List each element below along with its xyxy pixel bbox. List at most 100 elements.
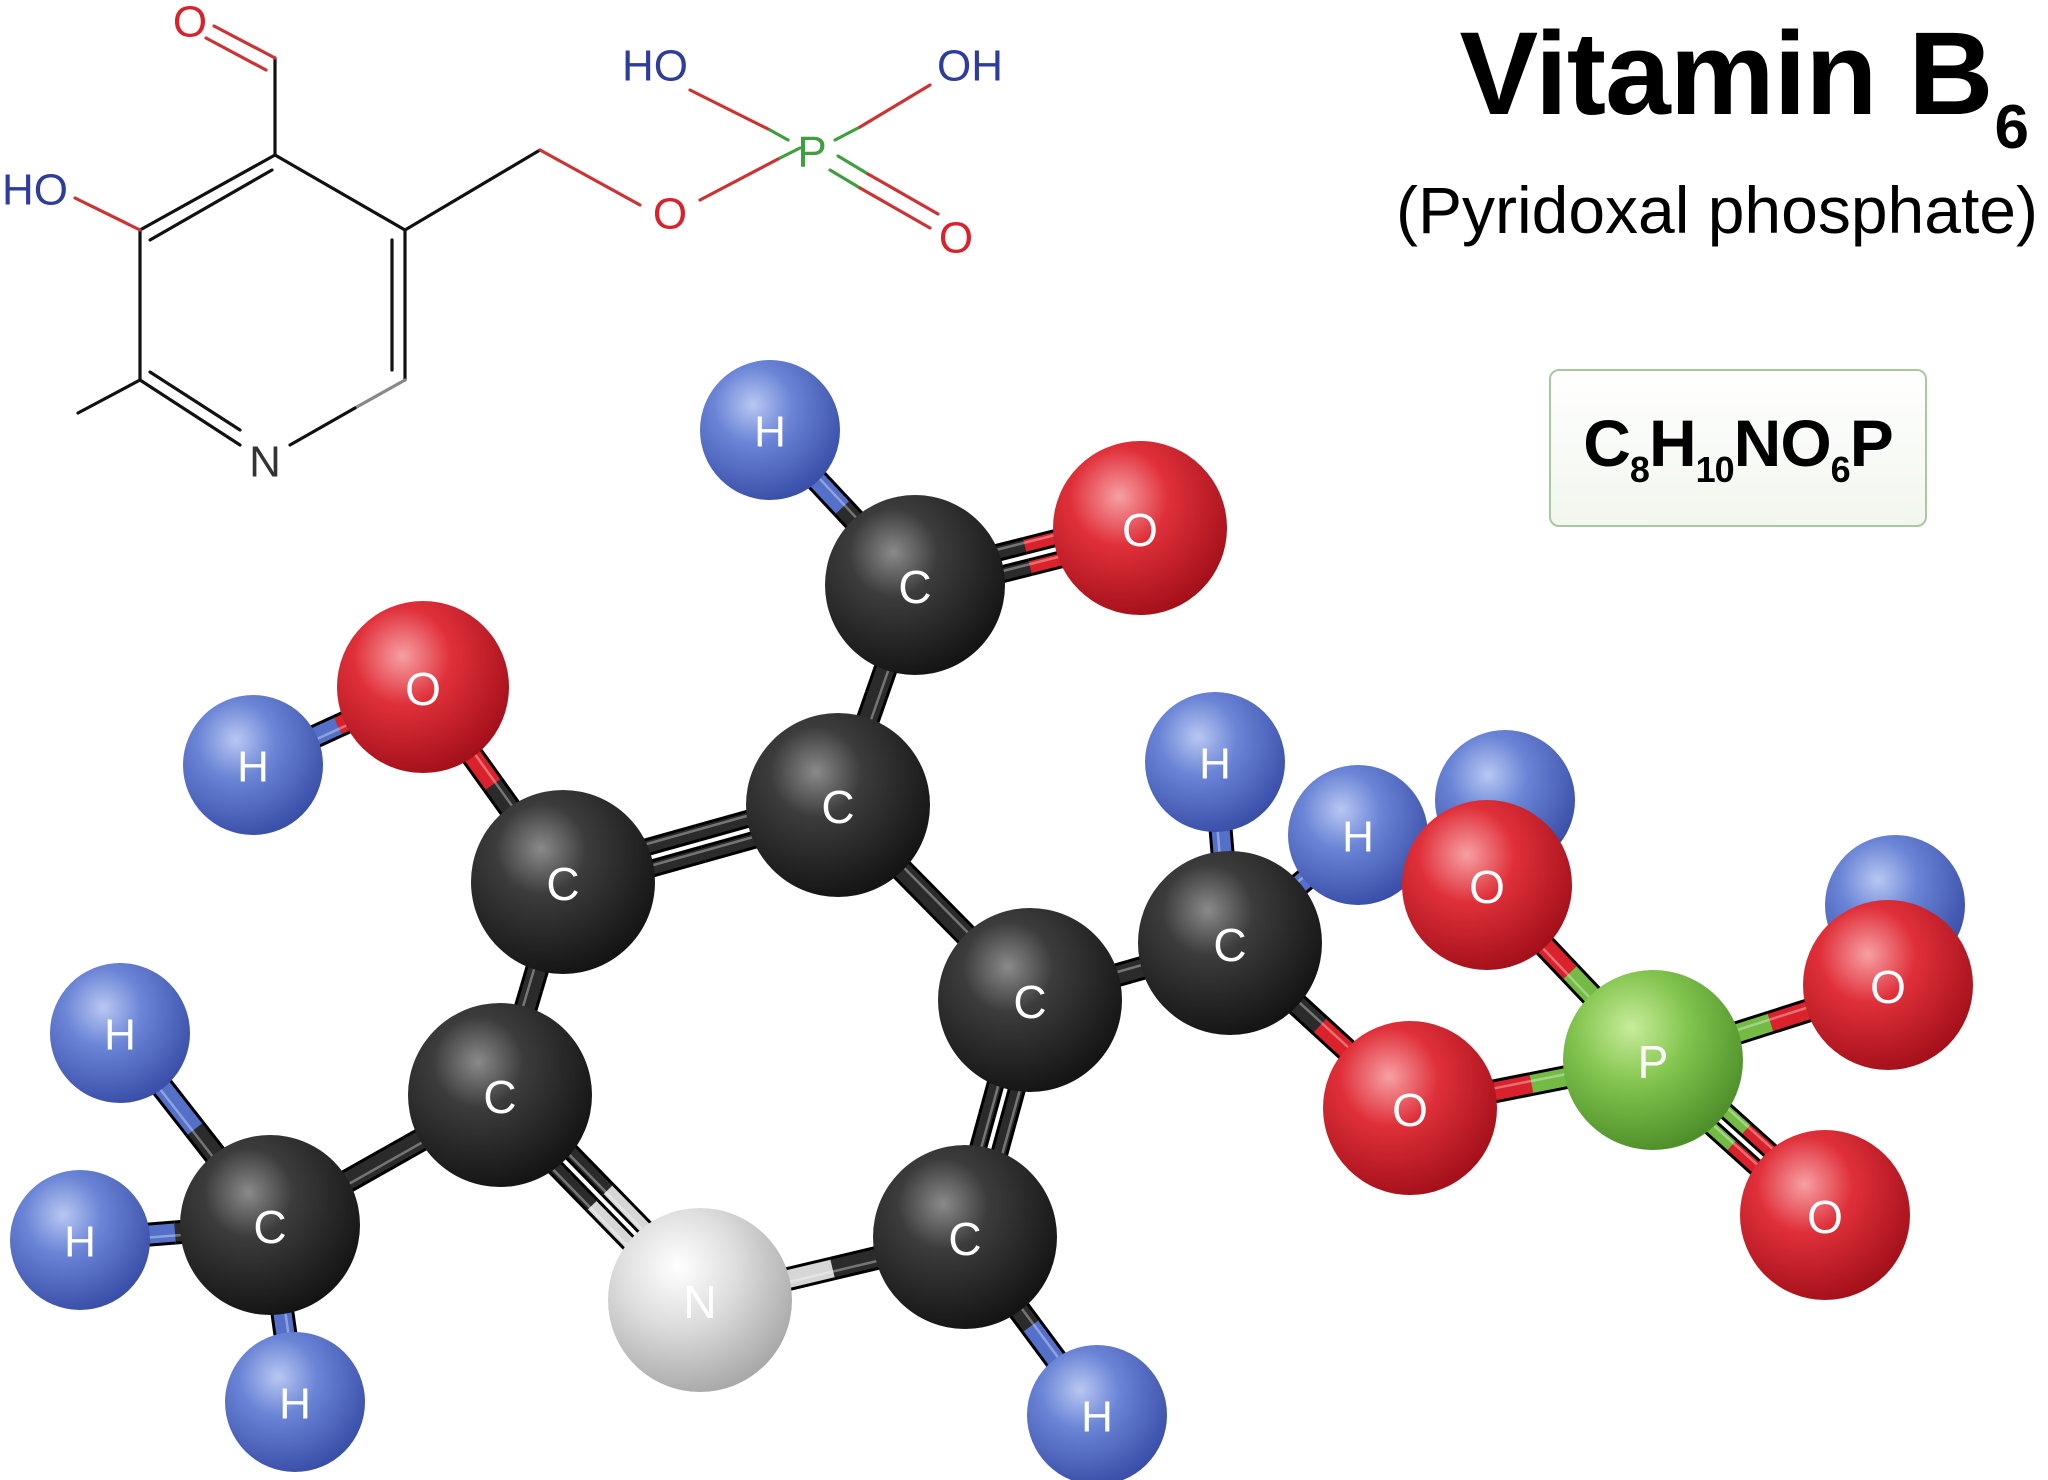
atom-sphere: [1740, 1130, 1910, 1300]
molecular-formula: C8H10NO6P: [1583, 405, 1893, 491]
atom-c: C: [1138, 851, 1322, 1035]
title-main: Vitamin B: [1459, 8, 1993, 140]
skeletal-bond: [204, 36, 268, 72]
atom-h: H: [50, 963, 190, 1103]
atom-label: C: [483, 1071, 516, 1123]
atom-c: C: [873, 1145, 1057, 1329]
atom-label: H: [1199, 740, 1231, 789]
atom-sphere: [337, 601, 509, 773]
skeletal-bond: [836, 154, 870, 176]
atom-o: O: [1053, 441, 1227, 615]
atom-c: C: [471, 790, 655, 974]
atom-sphere: [225, 1332, 365, 1472]
atom-label: H: [279, 1380, 311, 1429]
atom-label: P: [1638, 1036, 1669, 1088]
atom-sphere: [1288, 765, 1428, 905]
skeletal-hydroxyl-label: HO: [2, 166, 68, 215]
skeletal-bond: [288, 406, 357, 447]
atom-label: H: [754, 408, 786, 457]
atom-label: O: [405, 663, 441, 715]
atom-sphere: [746, 713, 930, 897]
atom-label: O: [1392, 1084, 1428, 1136]
atom-sphere: [50, 963, 190, 1103]
atom-sphere: [1323, 1021, 1497, 1195]
atom-sphere: [10, 1170, 150, 1310]
atom-h: H: [225, 1332, 365, 1472]
atom-sphere: [825, 495, 1005, 675]
atom-o: O: [337, 601, 509, 773]
atom-label: H: [64, 1218, 96, 1267]
atom-label: C: [253, 1201, 286, 1253]
formula-element: NO: [1733, 406, 1832, 480]
skeletal-bond: [538, 148, 642, 207]
skeletal-bond: [698, 156, 782, 202]
atom-sphere: [1402, 800, 1572, 970]
atom-sphere: [471, 790, 655, 974]
atom-p: P: [1563, 970, 1743, 1150]
page-title: Vitamin B6: [1459, 6, 2029, 163]
atom-n: N: [608, 1208, 792, 1392]
skeletal-bond: [212, 24, 277, 60]
atom-label: C: [1013, 976, 1046, 1028]
skeletal-bond: [688, 88, 772, 132]
molecular-formula-box: C8H10NO6P: [1549, 369, 1927, 527]
atom-h: H: [1288, 765, 1428, 905]
atom-c: C: [938, 908, 1122, 1092]
atom-sphere: [408, 1003, 592, 1187]
formula-count: 8: [1629, 449, 1650, 490]
atom-label: C: [821, 781, 854, 833]
atom-h: H: [10, 1170, 150, 1310]
skeletal-bond: [778, 146, 802, 160]
atom-c: C: [180, 1135, 360, 1315]
formula-element: C: [1583, 406, 1631, 480]
skeletal-bond: [73, 196, 142, 232]
atom-label: O: [1870, 961, 1906, 1013]
atom-sphere: [1803, 900, 1973, 1070]
skeletal-bond: [76, 378, 142, 415]
skeletal-ester-o: O: [653, 190, 687, 239]
skeletal-bond: [403, 148, 542, 232]
atom-label: H: [1342, 813, 1374, 862]
atom-h: H: [1145, 692, 1285, 832]
skeletal-aldehyde-o: O: [173, 0, 207, 47]
title-subscript: 6: [1994, 93, 2029, 162]
atom-o: O: [1402, 800, 1572, 970]
atom-sphere: [1563, 970, 1743, 1150]
atom-label: H: [1081, 1393, 1113, 1442]
atom-o: O: [1323, 1021, 1497, 1195]
atom-label: H: [104, 1011, 136, 1060]
skeletal-bond: [273, 153, 407, 232]
atom-sphere: [1138, 851, 1322, 1035]
atom-sphere: [873, 1145, 1057, 1329]
formula-count: 10: [1695, 449, 1735, 490]
skeletal-bond: [858, 186, 932, 230]
skeletal-double-o: O: [939, 214, 973, 263]
atom-sphere: [1145, 692, 1285, 832]
skeletal-bond: [353, 378, 407, 410]
atom-h: H: [183, 695, 323, 835]
skeletal-bond: [148, 370, 242, 432]
atom-label: C: [948, 1213, 981, 1265]
skeletal-bond: [138, 153, 277, 232]
atom-c: C: [825, 495, 1005, 675]
atom-sphere: [608, 1208, 792, 1392]
atom-label: N: [683, 1276, 716, 1328]
atom-o: O: [1740, 1130, 1910, 1300]
atom-c: C: [746, 713, 930, 897]
skeletal-bond: [833, 125, 862, 142]
skeletal-bond: [768, 128, 790, 142]
skeletal-bond: [858, 83, 932, 129]
formula-count: 6: [1830, 449, 1851, 490]
skeletal-bond: [138, 378, 242, 447]
atom-label: O: [1469, 861, 1505, 913]
atom-sphere: [700, 360, 840, 500]
skeletal-phosphate-ho: HO: [622, 42, 688, 91]
atom-sphere: [1027, 1345, 1167, 1480]
atom-label: C: [546, 858, 579, 910]
skeletal-phosphorus: P: [797, 128, 826, 177]
atom-c: C: [408, 1003, 592, 1187]
